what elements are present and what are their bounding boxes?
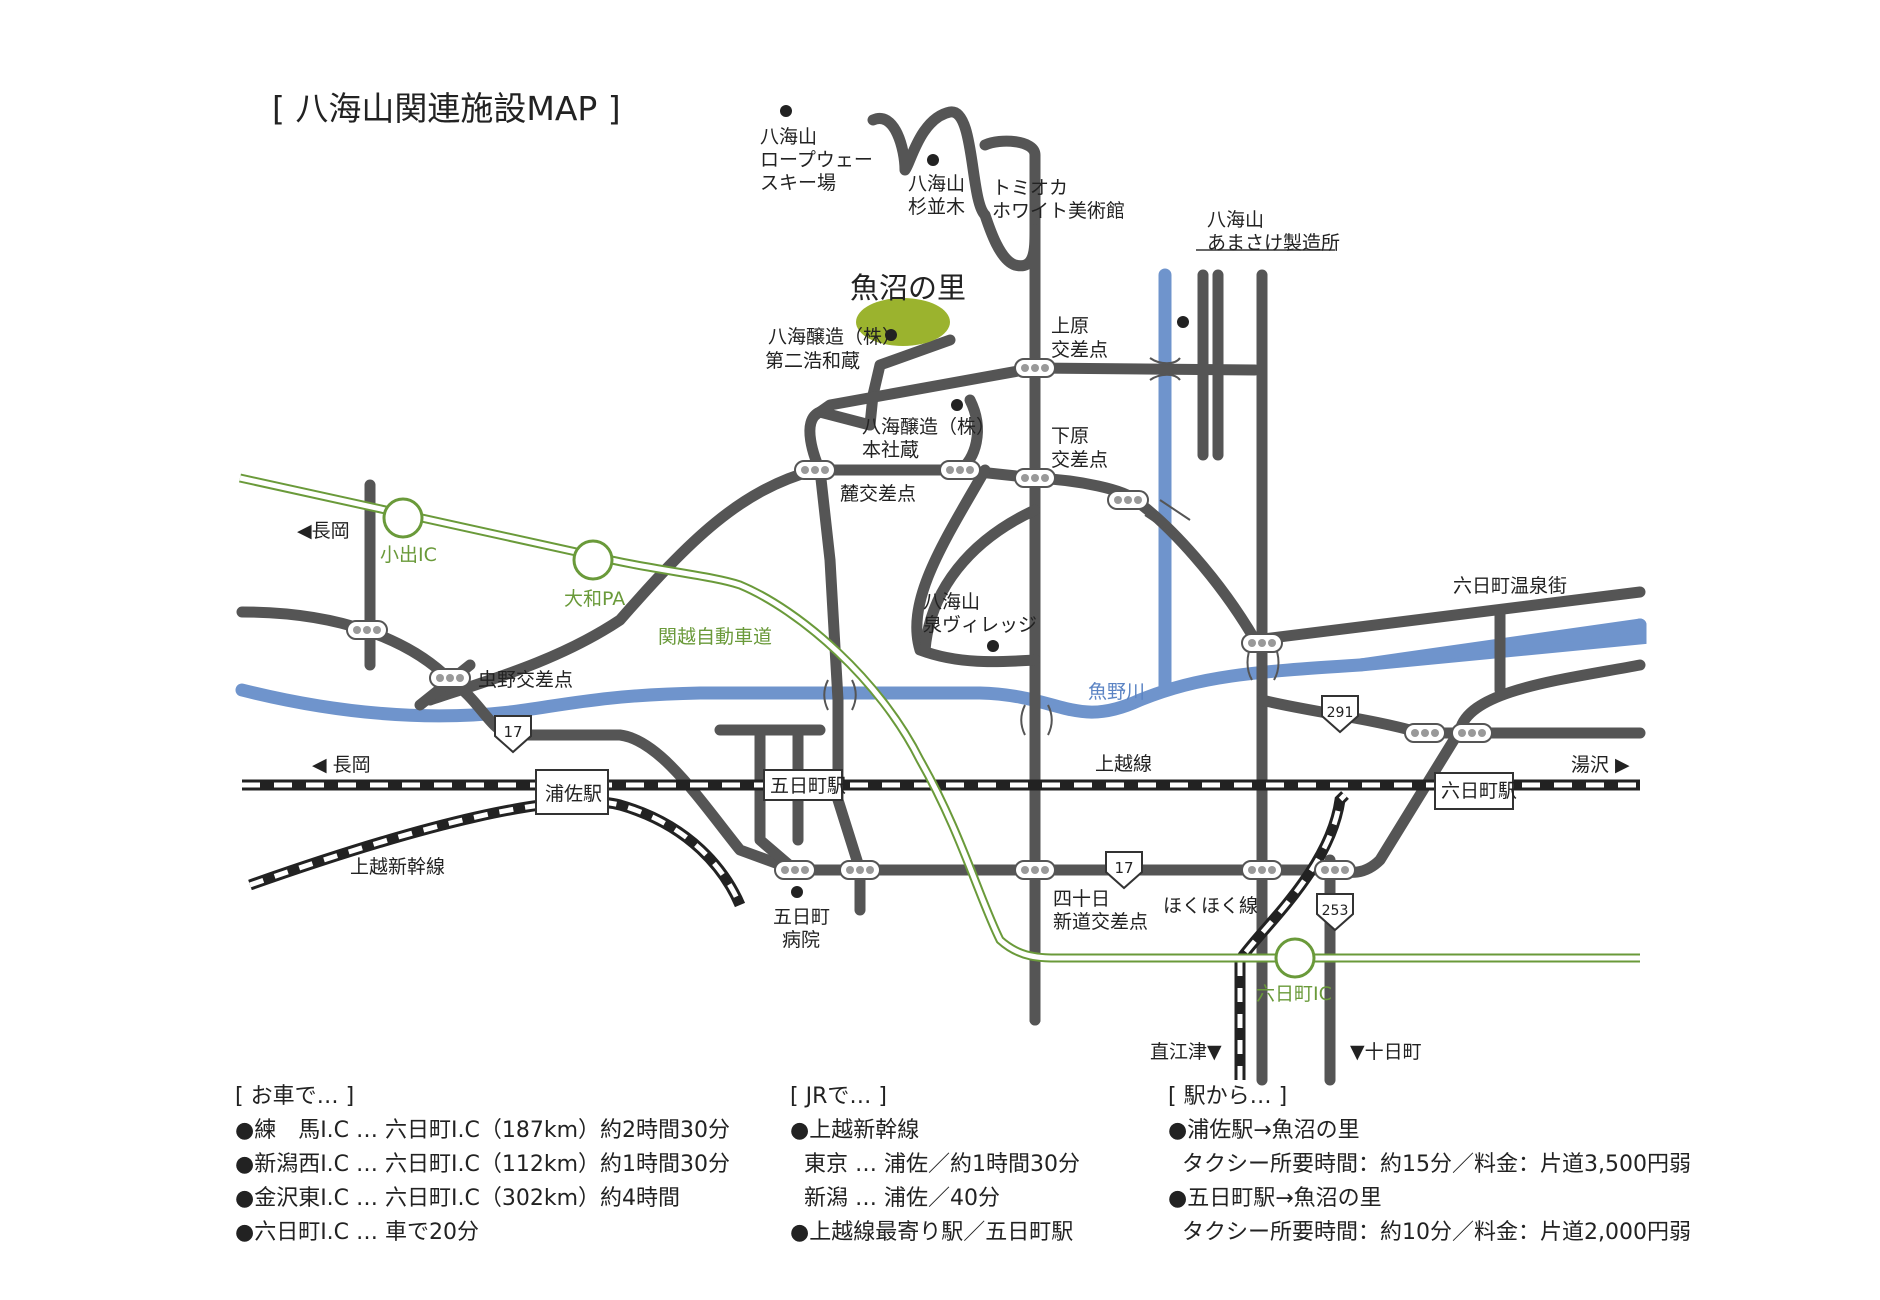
sugi-label-2: 杉並木 <box>908 196 965 218</box>
road-uonuma <box>864 334 956 431</box>
brewery2-label-1: 八海醸造（株） <box>768 326 901 348</box>
legend-car-title: [ お車で… ] <box>235 1084 355 1109</box>
brewery2-dot-top <box>885 329 897 341</box>
shimohara-label-2: 交差点 <box>1051 449 1108 471</box>
expressway-label: 関越自動車道 <box>658 626 772 648</box>
muikamachi-station-box <box>1434 772 1514 810</box>
tomioka-label-2: ホワイト美術館 <box>992 200 1125 222</box>
road-village-arc <box>919 504 1041 656</box>
route-17b-label: 17 <box>1114 859 1133 877</box>
yamato-pa-label: 大和PA <box>564 588 625 610</box>
muikamachi-ic-marker <box>1274 937 1316 979</box>
urasa-station-label: 浦佐駅 <box>545 783 602 805</box>
shinkansen-label: 上越新幹線 <box>350 856 445 878</box>
village-dot <box>987 640 999 652</box>
legend-jr-line: ●上越新幹線 <box>790 1118 920 1143</box>
brewery2-label-2: 第二浩和蔵 <box>765 350 860 372</box>
yuzawa-label: 湯沢 ▶ <box>1571 754 1630 776</box>
sugi-label-1: 八海山 <box>908 173 965 195</box>
nagaoka-top-label: ◀長岡 <box>297 520 350 542</box>
legend-car: [ お車で… ] ●練 馬I.C … 六日町I.C（187km）約2時間30分 … <box>235 1080 730 1250</box>
legend-jr: [ JRで… ] ●上越新幹線 東京 … 浦佐／約1時間30分 新潟 … 浦佐／… <box>790 1080 1080 1250</box>
legend-jr-title: [ JRで… ] <box>790 1084 887 1109</box>
koide-ic-marker <box>382 497 424 539</box>
fumoto-label: 麓交差点 <box>840 483 916 505</box>
road-onsen <box>1249 586 1646 646</box>
legend-station-line: タクシー所要時間：約10分／料金：片道2,000円弱 <box>1168 1220 1691 1245</box>
hospital-dot <box>791 886 803 898</box>
amasake-dot <box>1177 316 1189 328</box>
road-uehara <box>814 362 1261 431</box>
uono-river <box>235 618 1647 723</box>
ropeway-label-1: 八海山 <box>760 126 817 148</box>
ropeway-label-3: スキー場 <box>760 172 836 194</box>
stations: 浦佐駅 五日町駅 六日町駅 <box>535 769 1517 815</box>
route-291-label: 291 <box>1327 705 1354 721</box>
itsukamachi-station-box <box>763 769 843 801</box>
legend-car-line: ●六日町I.C … 車で20分 <box>235 1220 480 1245</box>
urasa-station-box <box>535 769 609 815</box>
legend-jr-line: 新潟 … 浦佐／40分 <box>790 1186 1000 1211</box>
uehara-label-1: 上原 <box>1051 315 1089 337</box>
road-291 <box>1256 694 1646 739</box>
expressway <box>239 473 1640 979</box>
legend-station-title: [ 駅から… ] <box>1168 1084 1288 1109</box>
route-shields: 17 17 291 253 <box>494 695 1359 932</box>
legend-station-line: タクシー所要時間：約15分／料金：片道3,500円弱 <box>1168 1152 1691 1177</box>
muikamachi-ic-label: 六日町IC <box>1256 983 1332 1005</box>
uonuma-label: 魚沼の里 <box>850 271 966 305</box>
joetsu-line-label: 上越線 <box>1095 753 1152 775</box>
village-label-1: 八海山 <box>923 591 980 613</box>
railways <box>242 779 1640 1080</box>
hospital-label-1: 五日町 <box>773 906 830 928</box>
route-253-label: 253 <box>1322 903 1349 919</box>
river-label: 魚野川 <box>1088 681 1145 703</box>
ropeway-dot <box>780 105 792 117</box>
legend-jr-line: 東京 … 浦佐／約1時間30分 <box>790 1152 1080 1177</box>
legend-car-line: ●金沢東I.C … 六日町I.C（302km）約4時間 <box>235 1186 681 1211</box>
road-fumoto-south <box>814 464 866 876</box>
legend-station: [ 駅から… ] ●浦佐駅→魚沼の里 タクシー所要時間：約15分／料金：片道3,… <box>1168 1080 1691 1250</box>
yotsuka-label-1: 四十日 <box>1053 888 1110 910</box>
itsukamachi-station-label: 五日町駅 <box>770 775 846 797</box>
hokuhoku-label: ほくほく線 <box>1163 895 1258 917</box>
amasake-label-2: あまさけ製造所 <box>1207 232 1340 254</box>
mushino-label: 虫野交差点 <box>478 669 573 691</box>
honsha-label-1: 八海醸造（株） <box>862 416 995 438</box>
road-village-loop <box>911 464 1041 668</box>
labels: 八海山 ロープウェー スキー場 八海山 杉並木 トミオカ ホワイト美術館 八海山… <box>297 126 1630 1063</box>
hospital-label-2: 病院 <box>782 929 820 951</box>
yamato-pa-marker <box>572 539 614 581</box>
ropeway-label-2: ロープウェー <box>760 149 873 171</box>
sugi-dot <box>927 154 939 166</box>
onsen-label: 六日町温泉街 <box>1453 575 1567 597</box>
koide-ic-label: 小出IC <box>380 544 437 566</box>
uehara-label-2: 交差点 <box>1051 339 1108 361</box>
nagaoka-rail-label: ◀ 長岡 <box>312 754 371 776</box>
legend-station-line: ●五日町駅→魚沼の里 <box>1168 1186 1382 1211</box>
muikamachi-station-label: 六日町駅 <box>1441 780 1517 802</box>
yotsuka-label-2: 新道交差点 <box>1053 911 1148 933</box>
legend-car-line: ●新潟西I.C … 六日町I.C（112km）約1時間30分 <box>235 1152 731 1177</box>
legend-car-line: ●練 馬I.C … 六日町I.C（187km）約2時間30分 <box>235 1118 731 1143</box>
traffic-signals <box>346 358 1493 880</box>
village-label-2: 泉ヴィレッジ <box>923 614 1037 636</box>
legend-station-line: ●浦佐駅→魚沼の里 <box>1168 1118 1360 1143</box>
amasake-label-1: 八海山 <box>1207 209 1264 231</box>
road-mountain <box>867 106 1041 272</box>
honsha-label-2: 本社蔵 <box>862 439 919 461</box>
tomioka-label-1: トミオカ <box>992 177 1068 199</box>
uonuma-highlight <box>856 298 950 346</box>
naoetsu-label: 直江津▼ <box>1150 1041 1222 1063</box>
shimohara-label-1: 下原 <box>1051 425 1089 447</box>
tokamachi-label: ▼十日町 <box>1350 1041 1422 1063</box>
route-17-label: 17 <box>503 723 522 741</box>
map-title: [ 八海山関連施設MAP ] <box>272 89 621 128</box>
legend-jr-line: ●上越線最寄り駅／五日町駅 <box>790 1220 1074 1245</box>
honsha-dot <box>951 399 963 411</box>
